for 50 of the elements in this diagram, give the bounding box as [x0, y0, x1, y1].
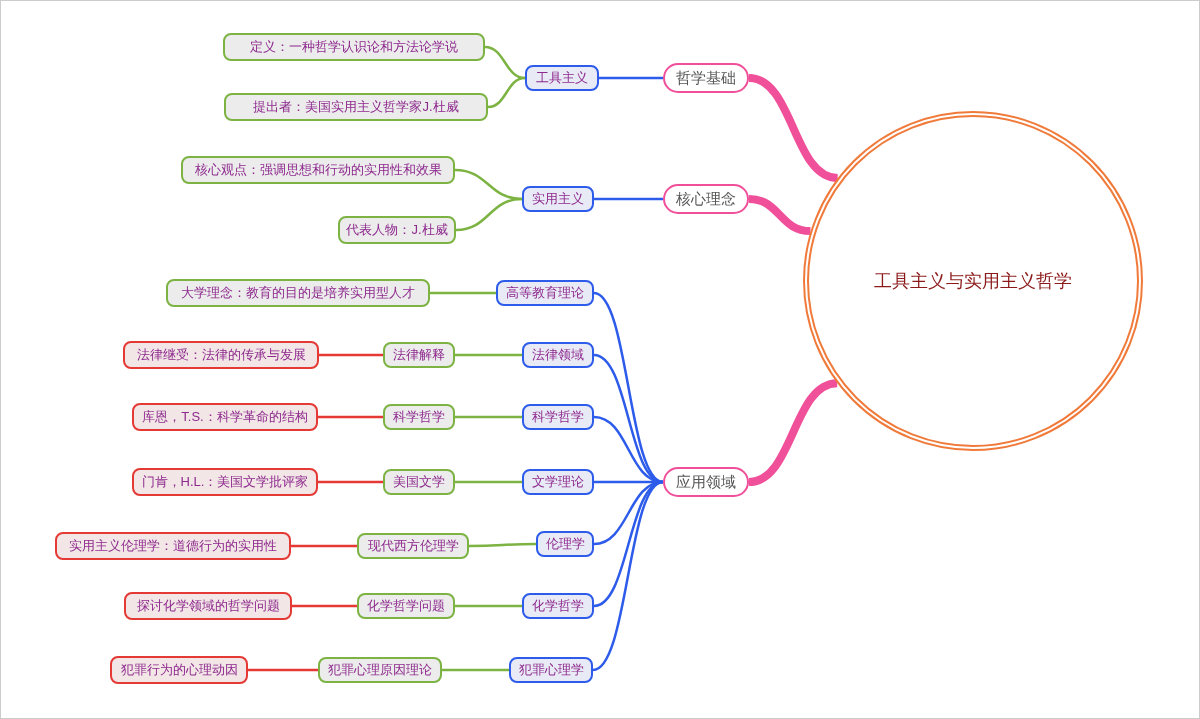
leaf-box: 法律继受：法律的传承与发展 — [123, 341, 319, 369]
connector-line — [469, 542, 536, 548]
detail-box: 法律解释 — [383, 342, 455, 368]
subtopic-box: 犯罪心理学 — [509, 657, 593, 683]
connector-line — [592, 480, 664, 672]
detail-box: 代表人物：J.杜威 — [338, 216, 456, 244]
detail-box: 大学理念：教育的目的是培养实用型人才 — [166, 279, 430, 307]
leaf-box: 库恩，T.S.：科学革命的结构 — [132, 403, 318, 431]
connector-line — [594, 197, 663, 201]
connector-line — [455, 353, 522, 357]
connector-line — [599, 76, 663, 80]
connector-line — [487, 76, 526, 109]
connector-line — [318, 415, 383, 419]
leaf-box: 实用主义伦理学：道德行为的实用性 — [55, 532, 291, 560]
detail-box: 化学哲学问题 — [357, 593, 455, 619]
connector-line — [318, 480, 383, 484]
connector-line — [593, 415, 664, 484]
connector-line — [442, 668, 509, 672]
detail-box: 科学哲学 — [383, 404, 455, 430]
leaf-box: 犯罪行为的心理动因 — [110, 656, 248, 684]
connector-line — [292, 604, 357, 608]
connector-line — [455, 480, 522, 484]
connector-line — [291, 544, 357, 548]
detail-box: 提出者：美国实用主义哲学家J.杜威 — [224, 93, 488, 121]
connector-line — [248, 668, 318, 672]
connector-line — [319, 353, 383, 357]
subtopic-box: 文学理论 — [522, 469, 594, 495]
leaf-box: 探讨化学领域的哲学问题 — [124, 592, 292, 620]
main-topic-box: 应用领域 — [663, 467, 749, 497]
subtopic-box: 化学哲学 — [522, 593, 594, 619]
subtopic-box: 法律领域 — [522, 342, 594, 368]
connector-line — [748, 195, 811, 236]
connector-line — [455, 415, 522, 419]
main-topic-box: 哲学基础 — [663, 63, 749, 93]
leaf-box: 门肯，H.L.：美国文学批评家 — [132, 468, 318, 496]
connector-line — [593, 291, 664, 484]
detail-box: 犯罪心理原因理论 — [318, 657, 442, 683]
connector-line — [455, 604, 522, 608]
detail-box: 定义：一种哲学认识论和方法论学说 — [223, 33, 485, 61]
connector-line — [455, 197, 523, 232]
subtopic-box: 实用主义 — [522, 186, 594, 212]
subtopic-box: 高等教育理论 — [496, 280, 594, 306]
detail-box: 美国文学 — [383, 469, 455, 495]
connector-line — [430, 291, 496, 295]
main-topic-box: 核心理念 — [663, 184, 749, 214]
detail-box: 现代西方伦理学 — [357, 533, 469, 559]
subtopic-box: 工具主义 — [525, 65, 599, 91]
subtopic-box: 伦理学 — [536, 531, 594, 557]
detail-box: 核心观点：强调思想和行动的实用性和效果 — [181, 156, 455, 184]
subtopic-box: 科学哲学 — [522, 404, 594, 430]
